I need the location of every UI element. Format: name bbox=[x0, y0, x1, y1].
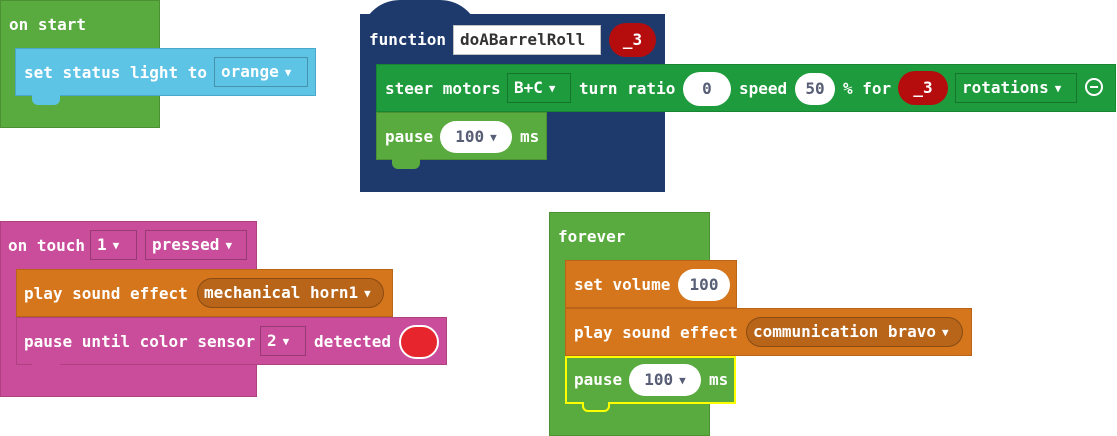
pause-duration-value: 100 bbox=[455, 127, 485, 146]
rotations-param-pill[interactable]: _3 bbox=[898, 71, 948, 105]
dropdown-caret-icon: ▼ bbox=[364, 287, 371, 300]
dropdown-caret-icon: ▼ bbox=[112, 239, 120, 252]
pause-label: pause bbox=[385, 127, 434, 146]
dropdown-caret-icon: ▼ bbox=[1054, 82, 1062, 95]
speed-label: speed bbox=[739, 79, 788, 98]
sound-effect-value: mechanical horn1 bbox=[204, 283, 359, 302]
forever-label: forever bbox=[558, 227, 626, 246]
function-param-pill[interactable]: _3 bbox=[609, 23, 656, 57]
pause-unit-label: ms bbox=[709, 370, 729, 389]
pause-until-color-block[interactable]: pause until color sensor 2▼ detected bbox=[16, 317, 447, 365]
play-sound-bravo-block[interactable]: play sound effect communication bravo ▼ bbox=[565, 308, 972, 356]
status-light-color-dropdown[interactable]: orange ▼ bbox=[214, 57, 308, 87]
play-sound-label: play sound effect bbox=[24, 284, 188, 303]
sound-effect-dropdown[interactable]: communication bravo ▼ bbox=[746, 317, 963, 347]
forever-pause-block[interactable]: pause 100 ▼ ms bbox=[565, 356, 736, 404]
touch-port-value: 1 bbox=[97, 235, 107, 254]
dropdown-caret-icon: ▼ bbox=[284, 66, 292, 79]
block-notch bbox=[392, 159, 420, 169]
unit-dropdown[interactable]: rotations ▼ bbox=[955, 73, 1077, 103]
dropdown-caret-icon: ▼ bbox=[490, 131, 497, 144]
color-sensor-port-dropdown[interactable]: 2▼ bbox=[260, 326, 306, 356]
play-sound-label: play sound effect bbox=[574, 323, 738, 342]
minus-circle-icon[interactable] bbox=[1085, 78, 1103, 96]
steer-motors-label: steer motors bbox=[385, 79, 501, 98]
status-light-color-value: orange bbox=[221, 62, 279, 81]
percent-for-label: % for bbox=[843, 79, 892, 98]
set-status-light-block[interactable]: set status light to orange ▼ bbox=[15, 48, 316, 96]
motors-value: B+C bbox=[514, 78, 543, 97]
function-pause-block[interactable]: pause 100 ▼ ms bbox=[376, 112, 547, 160]
color-swatch[interactable] bbox=[399, 325, 439, 359]
set-volume-label: set volume bbox=[574, 275, 671, 294]
block-notch bbox=[32, 364, 60, 374]
function-name-field[interactable]: doABarrelRoll bbox=[453, 25, 601, 55]
pause-duration-value: 100 bbox=[644, 370, 674, 389]
pause-unit-label: ms bbox=[520, 127, 540, 146]
pause-duration-dropdown[interactable]: 100 ▼ bbox=[629, 364, 701, 396]
motors-dropdown[interactable]: B+C ▼ bbox=[507, 73, 571, 103]
volume-input[interactable]: 100 bbox=[678, 269, 730, 301]
dropdown-caret-icon: ▼ bbox=[225, 239, 233, 252]
dropdown-caret-icon: ▼ bbox=[679, 374, 686, 387]
block-notch bbox=[32, 95, 60, 105]
sound-effect-value: communication bravo bbox=[753, 322, 937, 341]
block-notch bbox=[582, 402, 610, 412]
touch-port-dropdown[interactable]: 1▼ bbox=[90, 230, 137, 260]
minus-bar bbox=[1090, 86, 1098, 88]
turn-ratio-input[interactable]: 0 bbox=[683, 72, 731, 106]
unit-value: rotations bbox=[962, 78, 1049, 97]
pause-until-label: pause until color sensor bbox=[24, 332, 256, 351]
set-volume-block[interactable]: set volume 100 bbox=[565, 260, 737, 308]
dropdown-caret-icon: ▼ bbox=[282, 335, 290, 348]
play-sound-block[interactable]: play sound effect mechanical horn1 ▼ bbox=[16, 269, 393, 317]
sound-effect-dropdown[interactable]: mechanical horn1 ▼ bbox=[197, 278, 384, 308]
touch-state-dropdown[interactable]: pressed ▼ bbox=[145, 230, 247, 260]
set-status-light-label: set status light to bbox=[24, 63, 208, 82]
turn-ratio-label: turn ratio bbox=[579, 79, 676, 98]
steer-motors-block[interactable]: steer motors B+C▼ turn ratio 0 speed 50 … bbox=[376, 64, 1116, 112]
pause-label: pause bbox=[574, 370, 623, 389]
touch-state-value: pressed bbox=[152, 235, 220, 254]
pause-duration-dropdown[interactable]: 100 ▼ bbox=[440, 121, 512, 153]
dropdown-caret-icon: ▼ bbox=[942, 326, 949, 339]
function-keyword: function bbox=[369, 30, 447, 49]
dropdown-caret-icon: ▼ bbox=[548, 82, 556, 95]
on-start-label: on start bbox=[9, 15, 87, 34]
detected-label: detected bbox=[314, 332, 392, 351]
on-touch-label: on touch bbox=[8, 236, 86, 255]
color-sensor-port-value: 2 bbox=[267, 331, 277, 350]
speed-input[interactable]: 50 bbox=[795, 73, 835, 105]
